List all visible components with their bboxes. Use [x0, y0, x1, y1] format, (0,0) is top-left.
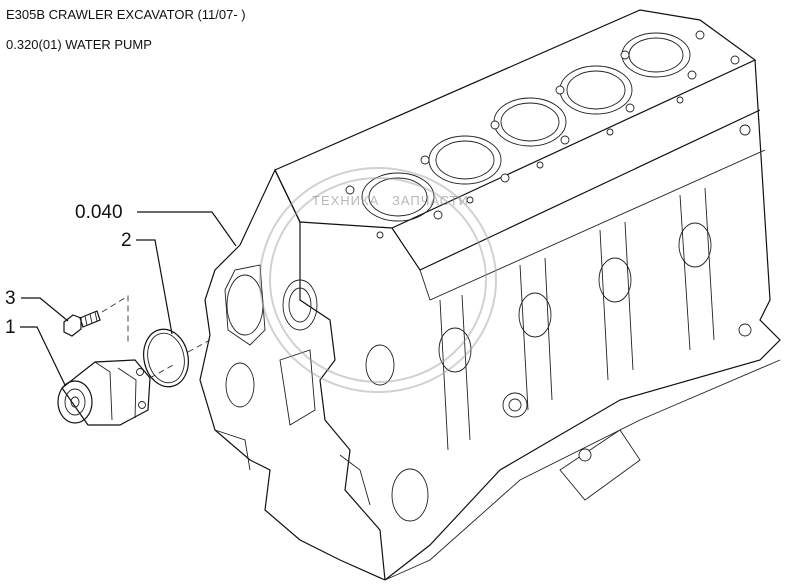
callout-water-pump: 1	[5, 317, 16, 338]
engine-block	[199, 9, 781, 581]
gasket-part	[143, 328, 189, 388]
callout-bolt: 3	[5, 288, 16, 309]
assembly-axis-lines	[101, 295, 211, 379]
page-subtitle: 0.320(01) WATER PUMP	[6, 37, 152, 52]
page-title: E305B CRAWLER EXCAVATOR (11/07- )	[6, 7, 246, 22]
bolt-part	[63, 310, 101, 337]
callout-reference-block: 0.040	[75, 202, 123, 223]
leader-lines	[20, 211, 237, 386]
callout-gasket: 2	[121, 230, 132, 251]
watermark-logo: ТЕХНИКА ЗАПЧАСТИ	[259, 167, 497, 393]
watermark-text-right: ЗАПЧАСТИ	[392, 193, 469, 208]
water-pump-part	[57, 359, 151, 426]
watermark-text-left: ТЕХНИКА	[312, 193, 379, 208]
